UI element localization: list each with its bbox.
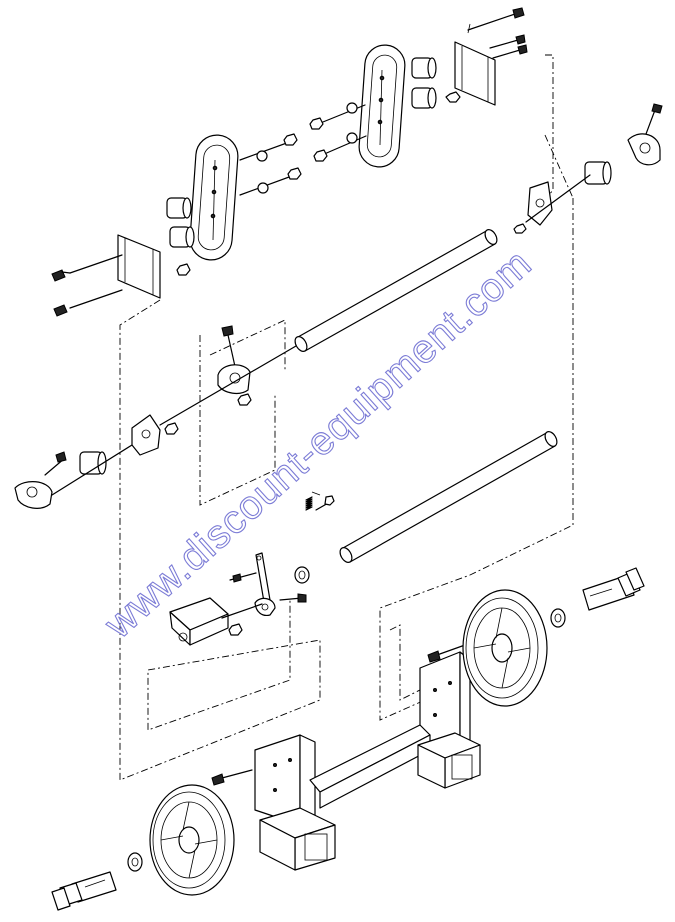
- watermark-text: www.discount-equipment.com: [96, 241, 540, 647]
- left-axle-washer: [127, 852, 143, 872]
- right-axle-washer: [550, 608, 566, 628]
- left-axle-bolt: [51, 871, 117, 911]
- washer-nut-set-2: [313, 132, 367, 162]
- foot-pedal: [169, 597, 229, 646]
- tension-spring: [305, 491, 321, 511]
- right-spacer: [584, 161, 612, 185]
- left-pivot-bracket: [131, 414, 161, 456]
- spacer-upper-right-1: [411, 57, 437, 79]
- lower-cross-tube: [339, 431, 558, 563]
- spring-hook-bolt: [315, 495, 335, 511]
- chassis-bolt-right: [427, 644, 466, 663]
- pedal-nut: [228, 623, 243, 636]
- left-bolt-2: [53, 289, 123, 317]
- nut-upper-left: [176, 263, 191, 276]
- left-wheel: [149, 784, 235, 896]
- washer-linkage: [294, 566, 310, 584]
- right-nut: [513, 223, 527, 234]
- washer-nut-set-1: [309, 102, 366, 130]
- spacer-upper-left-1: [166, 197, 192, 219]
- upper-cross-tube: [294, 229, 498, 352]
- left-latch-clip: [14, 481, 53, 509]
- left-spacer: [79, 451, 107, 475]
- left-bolt-1: [51, 254, 123, 282]
- spacer-upper-right-2: [411, 87, 437, 109]
- left-mid-nut: [164, 422, 179, 435]
- right-wheel: [462, 589, 548, 707]
- right-pivot-bracket: [527, 181, 553, 226]
- left-side-bolt: [44, 451, 67, 476]
- linkage-bolt: [279, 593, 307, 603]
- chassis-base: [254, 651, 481, 871]
- washer-nut-set-3: [239, 133, 298, 162]
- right-axle-bolt: [582, 567, 645, 611]
- linkage-pivot: [254, 597, 276, 617]
- upper-left-bracket: [117, 234, 161, 299]
- washer-nut-set-4: [239, 167, 302, 196]
- nut-upper-right: [445, 91, 461, 103]
- chassis-bolt-left: [211, 769, 253, 786]
- right-latch-clip: [627, 133, 661, 166]
- top-bolt-2: [489, 34, 526, 49]
- upper-right-track-plate: [358, 44, 406, 168]
- top-bolt-3: [492, 44, 528, 59]
- linkage-arm: [229, 552, 271, 603]
- upper-right-bracket: [454, 41, 496, 106]
- top-bolt-1: [467, 7, 525, 34]
- upper-left-track-plate: [189, 134, 239, 261]
- spacer-upper-left-2: [169, 226, 195, 248]
- mid-clamp-nut: [237, 393, 252, 406]
